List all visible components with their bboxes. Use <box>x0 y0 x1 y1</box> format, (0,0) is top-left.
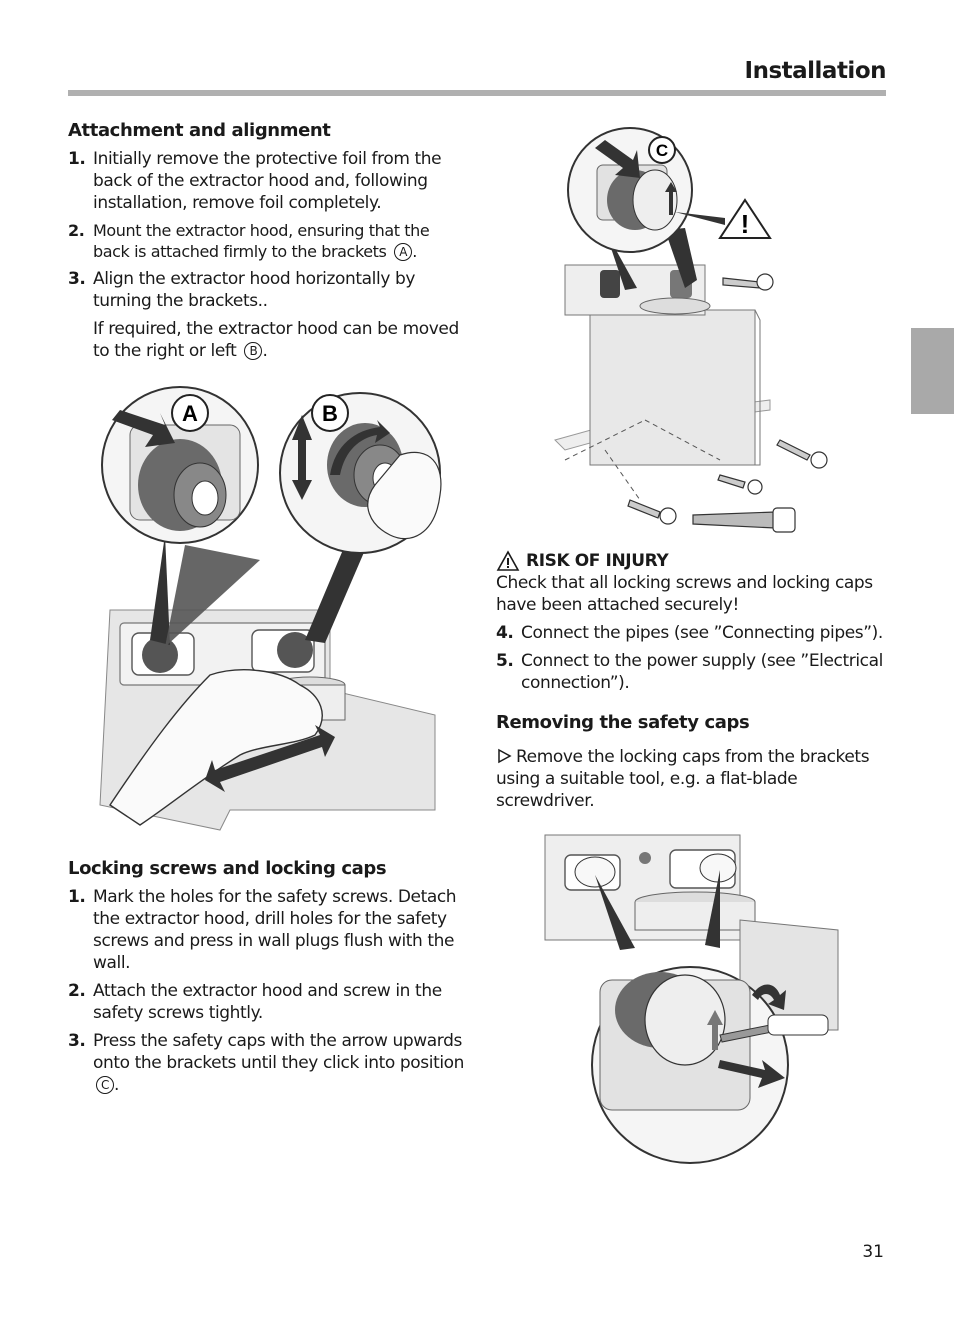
step-text: Connect to the power supply (see ”Electr… <box>521 651 883 693</box>
header-rule <box>68 90 886 96</box>
step-number: 1. <box>68 149 86 169</box>
step-number: 4. <box>496 623 514 643</box>
step-text: Press the safety caps with the arrow upw… <box>93 1031 465 1073</box>
punct: . <box>412 242 417 261</box>
warning-icon <box>496 550 520 571</box>
punct: . <box>262 341 268 361</box>
page-number: 31 <box>862 1242 884 1262</box>
warning-text: Check that all locking screws and lockin… <box>496 573 873 615</box>
attach-steps: 1. Initially remove the protective foil … <box>68 148 468 312</box>
warning-title: RISK OF INJURY <box>526 551 669 571</box>
locking-section: Locking screws and locking caps 1. Mark … <box>68 858 468 1102</box>
ref-b-badge: B <box>244 342 263 360</box>
step-number: 1. <box>68 887 86 907</box>
step-text: Mount the extractor hood, ensuring that … <box>93 221 430 261</box>
step-number: 3. <box>68 1031 86 1051</box>
locking-steps: 1. Mark the holes for the safety screws.… <box>68 886 468 1096</box>
figure-remove-caps <box>544 834 839 1164</box>
remove-text: Remove the locking caps from the bracket… <box>496 747 870 811</box>
page-title: Installation <box>744 58 887 84</box>
continue-steps: 4. Connect the pipes (see ”Connecting pi… <box>496 622 896 694</box>
warning-symbol: ! <box>741 209 750 239</box>
play-triangle-icon <box>498 748 512 764</box>
chapter-tab <box>911 328 954 414</box>
ref-c-badge: C <box>96 1076 114 1094</box>
locking-heading: Locking screws and locking caps <box>68 858 387 879</box>
punct: . <box>114 1075 120 1095</box>
left-column: Attachment and alignment 1. Initially re… <box>68 120 468 368</box>
list-item: 2. Attach the extractor hood and screw i… <box>68 980 468 1024</box>
list-item: 4. Connect the pipes (see ”Connecting pi… <box>496 622 896 644</box>
ref-a-badge: A <box>394 243 413 261</box>
step-text: Align the extractor hood horizontally by… <box>93 269 416 311</box>
list-item: 3. Press the safety caps with the arrow … <box>68 1030 468 1096</box>
list-item: 1. Initially remove the protective foil … <box>68 148 468 214</box>
list-item: 1. Mark the holes for the safety screws.… <box>68 886 468 974</box>
step-text: Mark the holes for the safety screws. De… <box>93 887 457 973</box>
step-number: 2. <box>68 221 85 240</box>
figure-brackets-ab: A B <box>99 386 442 831</box>
label-c: C <box>656 141 668 160</box>
step-number: 2. <box>68 981 86 1001</box>
note-text: If required, the extractor hood can be m… <box>93 319 459 361</box>
step-number: 5. <box>496 651 514 671</box>
list-item: 3. Align the extractor hood horizontally… <box>68 268 468 312</box>
step-number: 3. <box>68 269 86 289</box>
step-text: Initially remove the protective foil fro… <box>93 149 442 213</box>
warning-heading: RISK OF INJURY <box>496 550 896 572</box>
remove-heading: Removing the safety caps <box>496 712 750 733</box>
list-item: 5. Connect to the power supply (see ”Ele… <box>496 650 896 694</box>
remove-instruction: Remove the locking caps from the bracket… <box>496 746 896 812</box>
figure-locking-caps: C ! <box>554 127 828 533</box>
attach-heading: Attachment and alignment <box>68 120 331 141</box>
step-text: Connect the pipes (see ”Connecting pipes… <box>521 623 883 643</box>
right-column: RISK OF INJURY Check that all locking sc… <box>496 550 896 818</box>
step-text: Attach the extractor hood and screw in t… <box>93 981 442 1023</box>
label-b: B <box>322 401 338 426</box>
list-item: 2. Mount the extractor hood, ensuring th… <box>68 220 468 262</box>
label-a: A <box>182 401 198 426</box>
attach-note: If required, the extractor hood can be m… <box>68 318 468 362</box>
